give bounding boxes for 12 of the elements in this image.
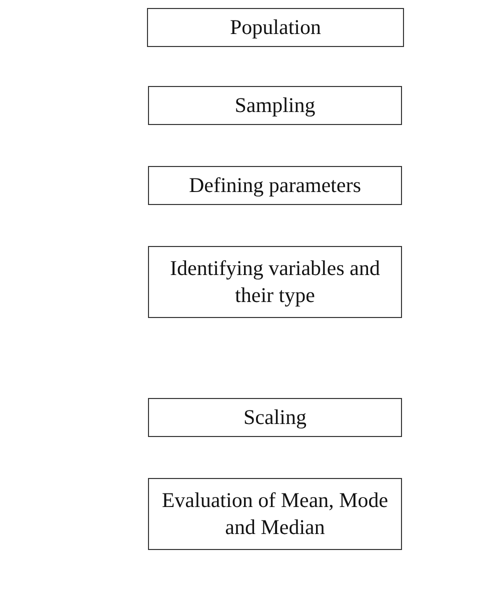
box-label: Scaling xyxy=(242,404,308,431)
process-box xyxy=(148,398,402,437)
box-label: Defining parameters xyxy=(188,172,362,199)
process-box xyxy=(148,86,402,125)
box-label: Identifying variables and their type xyxy=(169,254,381,309)
process-box xyxy=(148,246,402,318)
box-label: Population xyxy=(228,14,322,41)
box-label: Evaluation of Mean, Mode and Median xyxy=(160,486,390,541)
process-box xyxy=(148,166,402,205)
box-label: Sampling xyxy=(234,92,316,119)
process-box xyxy=(148,478,402,550)
process-box xyxy=(147,8,404,47)
